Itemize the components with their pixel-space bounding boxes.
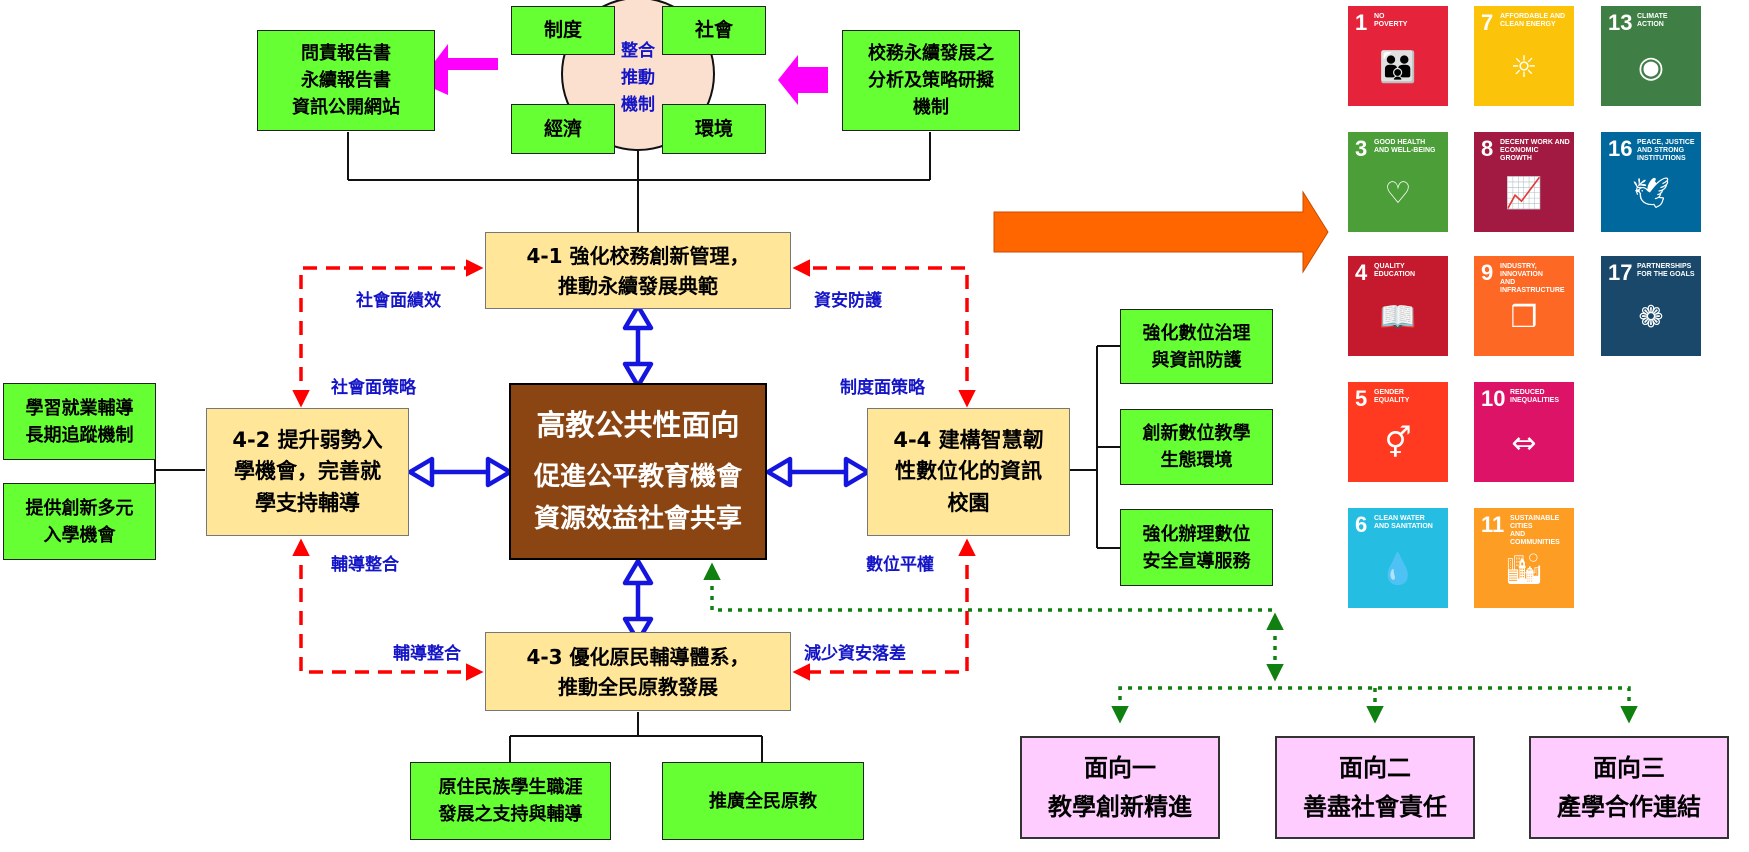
sdg-number: 1 xyxy=(1355,10,1368,35)
facet-two: 面向二 善盡社會責任 xyxy=(1275,736,1475,839)
digital-governance-box: 強化數位治理 與資訊防護 xyxy=(1120,309,1273,384)
sdg-number: 6 xyxy=(1355,512,1368,537)
strategy-4-1: 4-1 強化校務創新管理， 推動永續發展典範 xyxy=(485,232,791,309)
core-public-higher-education: 高教公共性面向 促進公平教育機會 資源效益社會共享 xyxy=(509,383,767,560)
pillar-environment: 環境 xyxy=(662,104,766,154)
sdg-name: INDUSTRY, INNOVATION AND INFRASTRUCTURE xyxy=(1500,263,1565,295)
core-line-2: 促進公平教育機會 xyxy=(533,461,742,492)
label-counsel-integration-bottom: 輔導整合 xyxy=(393,644,461,664)
sdg-number: 16 xyxy=(1608,136,1633,161)
sdg-tile-6: 6 CLEAN WATER AND SANITATION 💧 xyxy=(1348,508,1448,608)
label-digital-equity: 數位平權 xyxy=(866,555,934,575)
career-tracking-box: 學習就業輔導 長期追蹤機制 xyxy=(3,383,156,460)
sdg-name: QUALITY EDUCATION xyxy=(1374,263,1416,279)
pillar-society: 社會 xyxy=(662,6,766,55)
strategy-4-2: 4-2 提升弱勢入 學機會，完善就 學支持輔導 xyxy=(206,408,409,536)
sdg-number: 4 xyxy=(1355,260,1368,285)
sdg-number: 5 xyxy=(1355,386,1368,411)
sdg-number: 17 xyxy=(1608,260,1633,285)
sdg-tile-1: 1 NO POVERTY 👪 xyxy=(1348,6,1448,106)
label-social-strategy: 社會面策略 xyxy=(331,378,416,398)
rings-icon: ❁ xyxy=(1638,300,1664,335)
sdg-tile-3: 3 GOOD HEALTH AND WELL-BEING ♡ xyxy=(1348,132,1448,232)
label-social-performance: 社會面績效 xyxy=(356,291,441,311)
sdg-name: DECENT WORK AND ECONOMIC GROWTH xyxy=(1500,139,1570,163)
sustainability-analysis-box: 校務永續發展之 分析及策略研擬 機制 xyxy=(842,30,1020,131)
core-title: 高教公共性面向 xyxy=(536,407,740,442)
sdg-name: SUSTAINABLE CITIES AND COMMUNITIES xyxy=(1510,515,1560,547)
sdg-number: 10 xyxy=(1481,386,1506,411)
magenta-arrow-left xyxy=(419,44,498,95)
indigenous-career-box: 原住民族學生職涯 發展之支持與輔導 xyxy=(410,762,611,840)
label-reduce-security-gap: 減少資安落差 xyxy=(804,644,906,664)
label-institution-strategy: 制度面策略 xyxy=(840,378,925,398)
sdg-number: 7 xyxy=(1481,10,1494,35)
strategy-4-4: 4-4 建構智慧韌 性數位化的資訊 校園 xyxy=(867,408,1070,536)
sdg-name: PEACE, JUSTICE AND STRONG INSTITUTIONS xyxy=(1637,139,1695,163)
sdg-name: AFFORDABLE AND CLEAN ENERGY xyxy=(1500,13,1566,29)
sdg-name: GENDER EQUALITY xyxy=(1374,389,1410,405)
core-line-3: 資源效益社會共享 xyxy=(533,504,742,535)
cubes-icon: ❒ xyxy=(1510,300,1538,335)
sdg-number: 9 xyxy=(1481,260,1494,285)
pillar-economy: 經濟 xyxy=(511,104,615,154)
sdg-name: NO POVERTY xyxy=(1374,13,1408,29)
sdg-name: PARTNERSHIPS FOR THE GOALS xyxy=(1637,263,1695,279)
sun-icon: ☼ xyxy=(1510,50,1538,85)
facet-three: 面向三 產學合作連結 xyxy=(1529,736,1729,839)
book-icon: 📖 xyxy=(1379,300,1417,335)
sdg-name: CLIMATE ACTION xyxy=(1637,13,1668,29)
equal-arrows-icon: ⇔ xyxy=(1511,426,1537,461)
digital-safety-box: 強化辦理數位 安全宣導服務 xyxy=(1120,509,1273,586)
orange-arrow xyxy=(993,190,1329,274)
green-dotted-links xyxy=(703,562,1638,724)
tree-lines xyxy=(154,132,1120,762)
sdg-tile-4: 4 QUALITY EDUCATION 📖 xyxy=(1348,256,1448,356)
diverse-admission-box: 提供創新多元 入學機會 xyxy=(3,483,156,560)
pillar-institution: 制度 xyxy=(511,6,615,55)
gender-icon: ⚥ xyxy=(1384,426,1412,461)
red-dashed-links xyxy=(292,259,976,681)
label-counsel-integration-left: 輔導整合 xyxy=(331,555,399,575)
sdg-number: 3 xyxy=(1355,136,1368,161)
sdg-tile-7: 7 AFFORDABLE AND CLEAN ENERGY ☼ xyxy=(1474,6,1574,106)
accountability-reports-box: 問責報告書 永續報告書 資訊公開網站 xyxy=(257,30,435,131)
sdg-number: 11 xyxy=(1481,512,1505,537)
sdg-tile-5: 5 GENDER EQUALITY ⚥ xyxy=(1348,382,1448,482)
sdg-name: REDUCED INEQUALITIES xyxy=(1510,389,1560,405)
city-icon: 🏙 xyxy=(1504,552,1544,587)
indigenous-education-box: 推廣全民原教 xyxy=(662,762,864,840)
water-drop-icon: 💧 xyxy=(1379,552,1417,587)
dove-icon: 🕊 xyxy=(1631,176,1671,211)
growth-chart-icon: 📈 xyxy=(1505,176,1543,211)
label-info-security: 資安防護 xyxy=(814,291,882,311)
blue-double-arrows xyxy=(407,303,871,644)
digital-teaching-box: 創新數位教學 生態環境 xyxy=(1120,409,1273,485)
heartbeat-icon: ♡ xyxy=(1384,176,1412,211)
sdg-number: 13 xyxy=(1608,10,1633,35)
sdg-name: CLEAN WATER AND SANITATION xyxy=(1374,515,1433,531)
people-icon: 👪 xyxy=(1379,50,1417,85)
eye-globe-icon: ◉ xyxy=(1637,50,1665,85)
magenta-arrow-right xyxy=(778,55,828,105)
sdg-name: GOOD HEALTH AND WELL-BEING xyxy=(1374,139,1436,155)
facet-one: 面向一 教學創新精進 xyxy=(1020,736,1220,839)
sdg-number: 8 xyxy=(1481,136,1494,161)
integration-label: 整合 推動 機制 xyxy=(621,41,655,116)
strategy-4-3: 4-3 優化原民輔導體系， 推動全民原教發展 xyxy=(485,632,791,711)
